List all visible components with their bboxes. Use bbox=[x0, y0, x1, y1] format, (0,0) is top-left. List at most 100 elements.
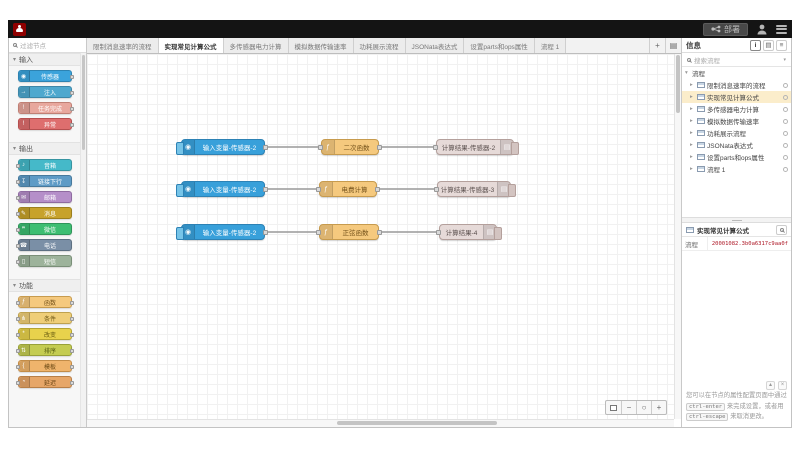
flow-enable-toggle[interactable] bbox=[783, 82, 788, 88]
flow-search-input[interactable]: 搜索流程 ▾ bbox=[682, 53, 791, 67]
input-port[interactable] bbox=[15, 180, 20, 184]
zoom-in-button[interactable]: + bbox=[651, 401, 666, 414]
flow-tab[interactable]: 模拟数据传输速率 bbox=[288, 38, 354, 53]
palette-node[interactable]: ↧链接下行 bbox=[15, 175, 72, 187]
input-port[interactable] bbox=[15, 333, 20, 337]
input-port[interactable] bbox=[433, 145, 438, 150]
input-port[interactable] bbox=[15, 301, 20, 305]
flow-list-button[interactable]: ▤ bbox=[665, 38, 681, 53]
output-port[interactable] bbox=[69, 333, 74, 337]
canvas-horizontal-scrollbar[interactable] bbox=[87, 419, 674, 427]
palette-node[interactable]: ⇅排序 bbox=[15, 344, 74, 356]
canvas-vertical-scrollbar[interactable] bbox=[674, 54, 681, 419]
palette-node[interactable]: ☎电话 bbox=[15, 239, 72, 251]
inject-node[interactable]: ◉输入变量-传感器-2 bbox=[176, 224, 268, 240]
input-port[interactable] bbox=[15, 317, 20, 321]
flow-enable-toggle[interactable] bbox=[783, 166, 788, 172]
debug-node[interactable]: ▤计算结果-4 bbox=[436, 224, 502, 240]
input-port[interactable] bbox=[316, 230, 321, 235]
input-port[interactable] bbox=[15, 244, 20, 248]
output-port[interactable] bbox=[69, 91, 74, 95]
tree-root-flows[interactable]: ▾流程 bbox=[682, 67, 791, 79]
zoom-reset-button[interactable]: ○ bbox=[636, 401, 651, 414]
palette-node[interactable]: ⋔条件 bbox=[15, 312, 74, 324]
canvas-vscroll-thumb[interactable] bbox=[676, 55, 680, 113]
palette-scrollbar[interactable] bbox=[80, 53, 86, 427]
tree-item-flow[interactable]: ▸多传感器电力计算 bbox=[682, 103, 791, 115]
flow-enable-toggle[interactable] bbox=[783, 118, 788, 124]
inject-node[interactable]: ◉输入变量-传感器-2 bbox=[176, 181, 268, 197]
debug-node[interactable]: ▤计算结果-传感器-3 bbox=[434, 181, 516, 197]
output-port[interactable] bbox=[375, 187, 380, 192]
input-port[interactable] bbox=[15, 260, 20, 264]
palette-node[interactable]: ❞微信 bbox=[15, 223, 72, 235]
input-port[interactable] bbox=[15, 365, 20, 369]
input-port[interactable] bbox=[15, 164, 20, 168]
sidebar-splitter[interactable] bbox=[682, 217, 791, 223]
inject-node[interactable]: ◉输入变量-传感器-2 bbox=[176, 139, 268, 155]
flow-enable-toggle[interactable] bbox=[783, 142, 788, 148]
output-port[interactable] bbox=[377, 230, 382, 235]
tree-item-flow[interactable]: ▸功耗展示流程 bbox=[682, 127, 791, 139]
tips-close-button[interactable]: × bbox=[778, 380, 787, 390]
flow-enable-toggle[interactable] bbox=[783, 130, 788, 136]
input-port[interactable] bbox=[15, 381, 20, 385]
tree-item-flow[interactable]: ▸模拟数据传输速率 bbox=[682, 115, 791, 127]
flow-tab[interactable]: JSONata表达式 bbox=[405, 38, 465, 53]
flow-tab[interactable]: 功耗展示流程 bbox=[353, 38, 406, 53]
output-port[interactable] bbox=[69, 75, 74, 79]
tree-item-flow[interactable]: ▸设置parts和ops属性 bbox=[682, 151, 791, 163]
info-tab-button[interactable]: i bbox=[750, 39, 761, 51]
flow-tab[interactable]: 设置parts和ops属性 bbox=[464, 38, 535, 53]
input-port[interactable] bbox=[318, 145, 323, 150]
book-tab-button[interactable]: ▤ bbox=[763, 39, 774, 51]
palette-filter-input[interactable]: 过滤节点 bbox=[9, 38, 86, 53]
tree-item-flow[interactable]: ▸JSONata表达式 bbox=[682, 139, 791, 151]
navigator-toggle-button[interactable] bbox=[606, 401, 621, 414]
output-port[interactable] bbox=[69, 123, 74, 127]
flow-tab[interactable]: 流程 1 bbox=[534, 38, 567, 53]
palette-category-header[interactable]: ▾功能 bbox=[9, 279, 80, 292]
output-port[interactable] bbox=[69, 317, 74, 321]
flow-enable-toggle[interactable] bbox=[783, 106, 788, 112]
flow-tab[interactable]: 多传感器电力计算 bbox=[223, 38, 289, 53]
tree-item-flow[interactable]: ▸流程 1 bbox=[682, 163, 791, 175]
output-port[interactable] bbox=[69, 365, 74, 369]
output-port[interactable] bbox=[69, 349, 74, 353]
palette-node[interactable]: ◉传感器 bbox=[17, 70, 74, 82]
palette-node[interactable]: ✎消息 bbox=[15, 207, 72, 219]
output-port[interactable] bbox=[263, 145, 268, 150]
input-port[interactable] bbox=[15, 228, 20, 232]
output-port[interactable] bbox=[263, 230, 268, 235]
input-port[interactable] bbox=[15, 349, 20, 353]
output-port[interactable] bbox=[377, 145, 382, 150]
palette-category-header[interactable]: ▾输入 bbox=[9, 53, 80, 66]
flow-tab[interactable]: 实现常见计算公式 bbox=[158, 38, 224, 53]
palette-category-header[interactable]: ▾输出 bbox=[9, 142, 80, 155]
palette-scrollbar-thumb[interactable] bbox=[82, 55, 85, 150]
input-port[interactable] bbox=[15, 212, 20, 216]
tips-prev-button[interactable]: ▴ bbox=[766, 380, 775, 390]
input-port[interactable] bbox=[436, 230, 441, 235]
input-port[interactable] bbox=[15, 196, 20, 200]
palette-node[interactable]: ◔延迟 bbox=[15, 376, 74, 388]
user-menu-button[interactable] bbox=[757, 24, 767, 35]
deploy-button[interactable]: 部署 bbox=[703, 22, 748, 36]
output-port[interactable] bbox=[69, 381, 74, 385]
palette-node[interactable]: !异常 bbox=[17, 118, 74, 130]
output-port[interactable] bbox=[263, 187, 268, 192]
palette-node[interactable]: {模板 bbox=[15, 360, 74, 372]
output-port[interactable] bbox=[69, 107, 74, 111]
palette-node[interactable]: *改变 bbox=[15, 328, 74, 340]
palette-node[interactable]: →注入 bbox=[17, 86, 74, 98]
find-flow-button[interactable] bbox=[776, 224, 787, 235]
input-port[interactable] bbox=[434, 187, 439, 192]
flow-enable-toggle[interactable] bbox=[783, 154, 788, 160]
debug-node[interactable]: ▤计算结果-传感器-2 bbox=[433, 139, 519, 155]
input-port[interactable] bbox=[316, 187, 321, 192]
